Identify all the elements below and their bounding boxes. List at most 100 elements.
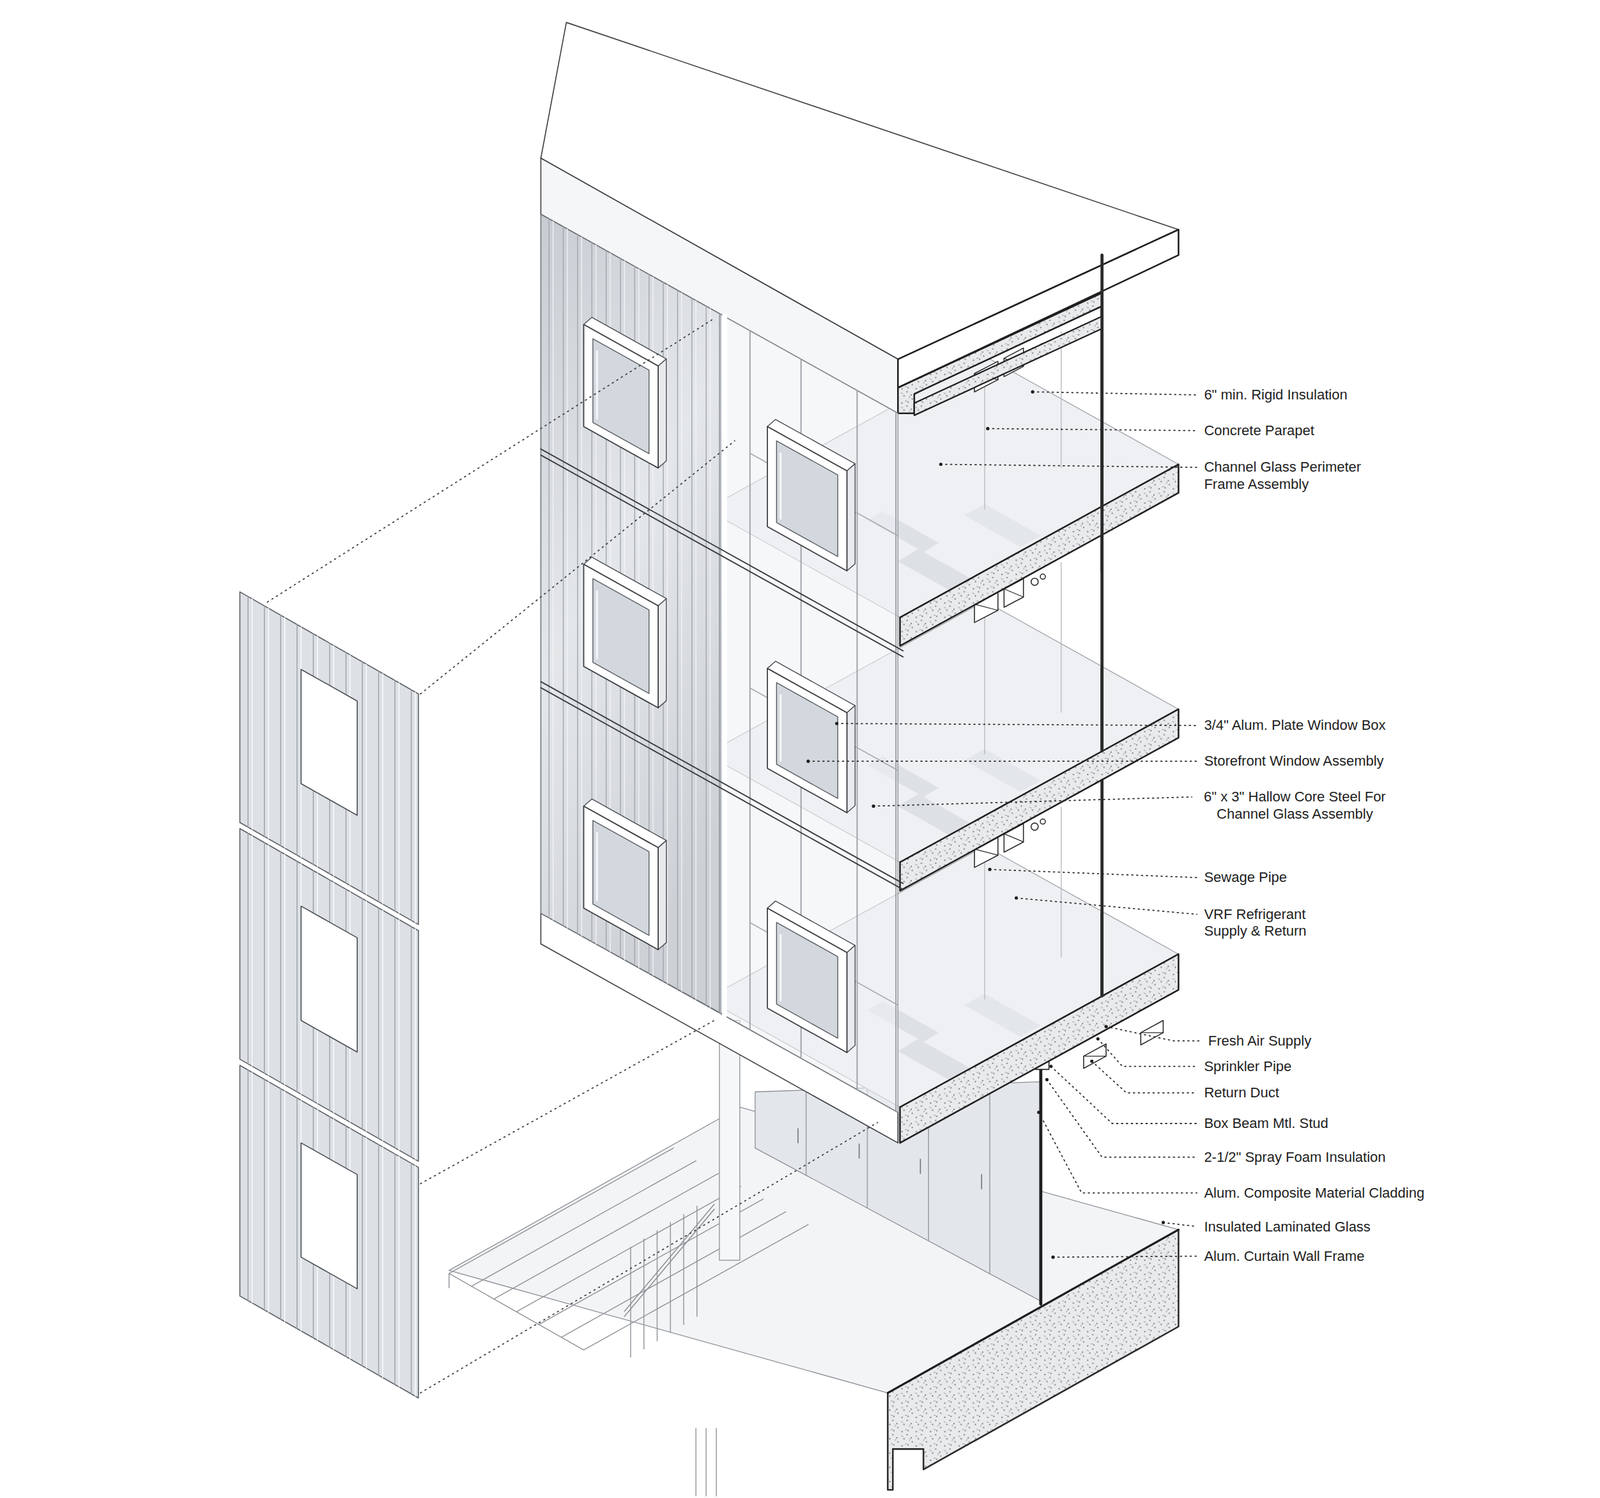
panel-rib [378, 907, 379, 1139]
leader-line [987, 428, 1197, 431]
railing-rail [624, 1208, 715, 1317]
leader-line [940, 464, 1197, 468]
panel-rib-highlight [382, 909, 383, 1141]
window-box-side [846, 463, 855, 572]
leader-line [1106, 1026, 1201, 1041]
leader-dot [1096, 1037, 1100, 1041]
window-glass [592, 338, 650, 454]
projection-line [420, 1020, 715, 1184]
panel-rib [394, 680, 395, 912]
railing-post [669, 1222, 671, 1333]
panel-rib-highlight [398, 919, 400, 1151]
facade [540, 214, 903, 1143]
leader-line [1016, 897, 1198, 915]
lobby-mullion [989, 1083, 991, 1274]
projection-lines [267, 318, 878, 1393]
glass-reflection [779, 695, 782, 761]
door-handle [980, 1174, 983, 1189]
channel-glass-highlight [552, 221, 554, 921]
panel-rib [296, 861, 298, 1093]
channel-glass-wall [540, 214, 724, 1015]
callout-label: Insulated Laminated Glass [1203, 1218, 1371, 1236]
projection-line [420, 1122, 878, 1393]
panel-rib [247, 1069, 248, 1301]
return-duct [1083, 1043, 1107, 1068]
window-glass [776, 922, 838, 1038]
callout-label: Channel Glass Perimeter Frame Assembly [1203, 458, 1396, 493]
panel-rib [280, 851, 282, 1083]
panel-rib [247, 596, 248, 827]
leader-dot [939, 462, 943, 466]
callout-label: 6" min. Rigid Insulation [1203, 386, 1347, 404]
panel-rib-highlight [398, 1155, 400, 1387]
leader-line [1032, 391, 1197, 395]
duct-cross [1003, 588, 1024, 597]
leader-line [1053, 1256, 1197, 1258]
panel-rib [410, 1162, 412, 1394]
duct-cross [1083, 1055, 1107, 1057]
railing-post [630, 1246, 631, 1357]
channel-glass-rib [548, 218, 549, 918]
window-box-frame [767, 907, 848, 1053]
slab-sections [899, 423, 1179, 1144]
channel-glass-highlight [709, 308, 711, 1008]
window-glass [592, 578, 650, 694]
concrete-parapet [897, 292, 1102, 413]
stair-tread [493, 1173, 719, 1299]
panel-rib [410, 689, 412, 921]
panel-rib-highlight [284, 854, 285, 1085]
door-handle [797, 1128, 799, 1143]
interior-wall-section [1100, 254, 1104, 572]
panel-rib-highlight [366, 1137, 367, 1369]
interior-wall-edge [984, 848, 985, 999]
panel-rib-highlight [267, 608, 269, 839]
window-opening [300, 906, 358, 1052]
callout-label: 3/4" Alum. Plate Window Box [1203, 716, 1386, 734]
panel-rib-highlight [251, 598, 253, 830]
callout-label: Fresh Air Supply [1208, 1032, 1312, 1050]
interior-wall-edge [1060, 562, 1062, 713]
channel-glass-rib [705, 306, 707, 1006]
leader-dot [806, 759, 810, 763]
panel-rib [378, 670, 379, 902]
panel-rib [247, 833, 248, 1064]
panel-rib [378, 1144, 379, 1376]
window-opening [300, 669, 358, 815]
exploded-panels [239, 591, 418, 1398]
panel-rib-highlight [251, 1072, 253, 1303]
channel-glass-highlight [566, 228, 568, 928]
channel-glass-highlight [695, 300, 696, 1000]
railing-post [656, 1230, 658, 1341]
interior-wall-edge [1060, 807, 1062, 958]
storefront-glass [724, 316, 898, 1112]
panel-rib [394, 916, 395, 1148]
channel-glass-rib [720, 314, 721, 1014]
railing-post [683, 1214, 684, 1324]
glass-reflection [779, 934, 782, 1000]
channel-glass-rib [576, 234, 578, 934]
pipe-section [1040, 819, 1046, 825]
leader-line [1097, 1038, 1197, 1066]
floor-shadow [964, 748, 1041, 792]
pipe-section [1031, 823, 1039, 831]
pipe-section [1040, 573, 1046, 579]
pipe-section [1031, 578, 1039, 586]
leader-dot [871, 804, 875, 808]
panel-rib-highlight [382, 1146, 383, 1378]
channel-glass-highlight [581, 237, 583, 937]
leader-dot [985, 426, 990, 431]
stair-tread [561, 1211, 786, 1337]
window-box-side [658, 598, 667, 708]
channel-glass-rib [677, 290, 678, 990]
panel-rib-highlight [414, 928, 416, 1160]
stair-tread [449, 1147, 674, 1273]
building-group [239, 22, 1201, 1496]
interior-wall-section [1100, 779, 1104, 997]
floor-slab-section [899, 709, 1179, 891]
pile-line [715, 1428, 717, 1496]
panel-rib-highlight [414, 692, 416, 923]
panel-rib [263, 605, 265, 837]
window-box-side [658, 359, 667, 469]
floor-slab-section [899, 464, 1179, 647]
floor-plates [706, 304, 1179, 1107]
